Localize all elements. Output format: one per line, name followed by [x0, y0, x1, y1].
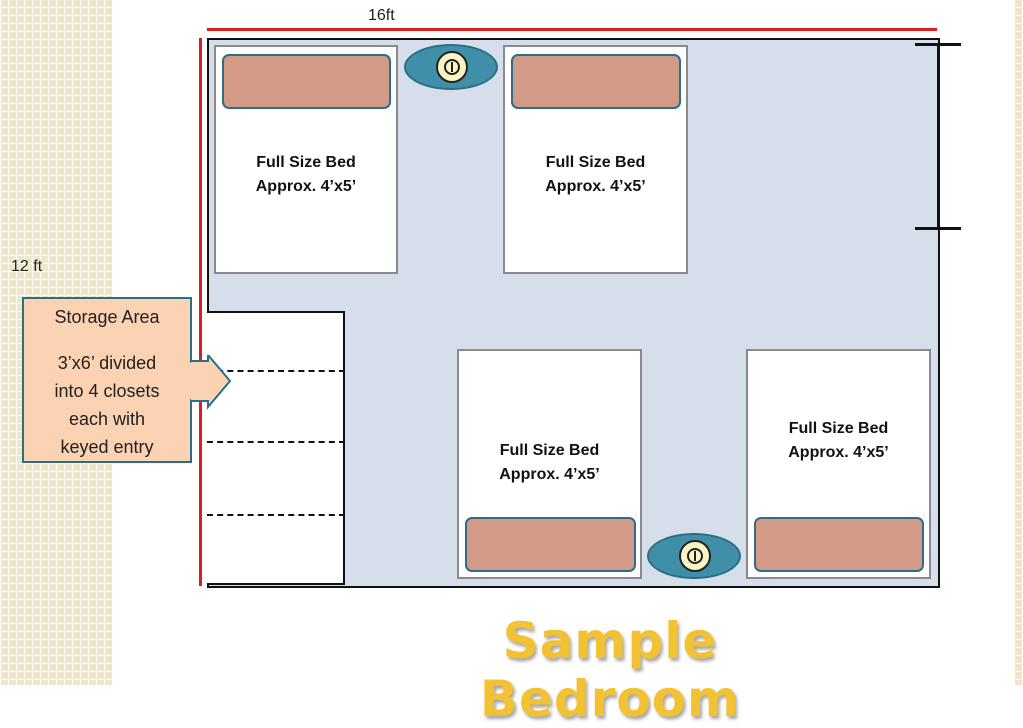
pillow: [222, 54, 391, 109]
callout-line2: into 4 closets: [54, 381, 160, 401]
callout-line3: each with: [68, 409, 146, 429]
width-dimension-label: 16ft: [368, 7, 395, 24]
bed-label-line1: Full Size Bed: [499, 442, 600, 459]
closet-divider: [207, 370, 345, 372]
height-dimension-label: 12 ft: [11, 258, 43, 275]
bed-label: Full Size Bed Approx. 4’x5’: [459, 439, 640, 487]
bed-label: Full Size Bed Approx. 4’x5’: [505, 151, 686, 199]
storage-callout: Storage Area 3’x6’ divided into 4 closet…: [22, 297, 192, 463]
lamp-shade: [687, 548, 703, 564]
callout-spacer: [24, 331, 190, 349]
door-bottom-marker: [915, 227, 961, 230]
lamp-switch: [451, 62, 453, 72]
lamp-shade: [444, 59, 460, 75]
lamp-switch: [694, 551, 696, 561]
bed-label-line2: Approx. 4’x5’: [499, 466, 600, 483]
bed-label-line1: Full Size Bed: [256, 154, 356, 171]
closet-divider: [207, 441, 345, 443]
height-dimension-line: [199, 38, 202, 586]
callout-line1: 3’x6’ divided: [57, 353, 157, 373]
lamp-icon: [679, 540, 711, 572]
width-dimension-line: [207, 28, 937, 31]
bed-label-line1: Full Size Bed: [788, 420, 889, 437]
bed-label-line2: Approx. 4’x5’: [255, 178, 357, 195]
bed-label-line1: Full Size Bed: [545, 154, 646, 171]
bed-label-line2: Approx. 4’x5’: [545, 178, 646, 195]
door-opening: [937, 44, 940, 229]
bed-label: Full Size Bed Approx. 4’x5’: [748, 417, 929, 465]
bed-bottom-middle: Full Size Bed Approx. 4’x5’: [457, 349, 642, 579]
callout-arrow-icon: [190, 355, 232, 410]
bed-label-line2: Approx. 4’x5’: [788, 444, 889, 461]
pillow: [754, 517, 924, 572]
callout-line4: keyed entry: [60, 437, 154, 457]
lamp-icon: [436, 51, 468, 83]
bed-top-right: Full Size Bed Approx. 4’x5’: [503, 45, 688, 274]
pillow: [465, 517, 636, 572]
door-top-marker: [915, 43, 961, 46]
tile-strip-right: [1014, 0, 1023, 685]
bed-top-left: Full Size Bed Approx. 4’x5’: [214, 45, 398, 274]
callout-heading: Storage Area: [54, 307, 160, 327]
nightstand-top: [404, 44, 498, 90]
pillow: [511, 54, 681, 109]
storage-area: [207, 311, 345, 585]
nightstand-bottom: [647, 533, 741, 579]
page-title: Sample Bedroom: [479, 612, 741, 728]
closet-divider: [207, 514, 345, 516]
bed-bottom-right: Full Size Bed Approx. 4’x5’: [746, 349, 931, 579]
bed-label: Full Size Bed Approx. 4’x5’: [216, 151, 396, 199]
